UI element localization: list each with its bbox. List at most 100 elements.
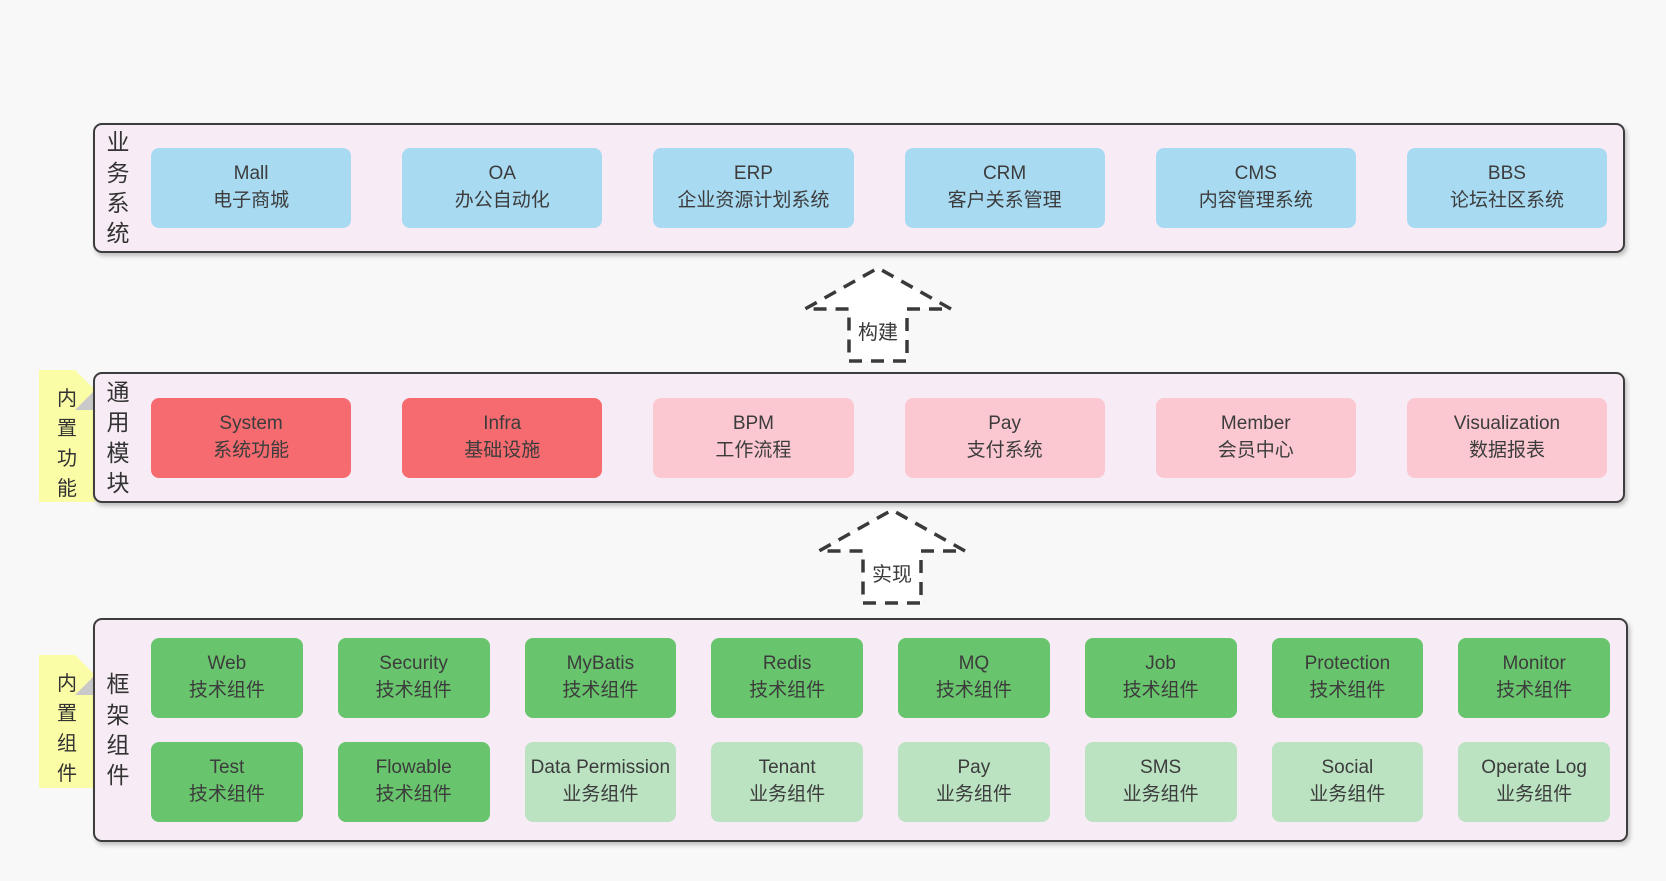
box-title: Infra xyxy=(483,412,522,434)
section-label-business-systems: 业 务 系 统 xyxy=(106,129,130,247)
box-title: Tenant xyxy=(758,757,816,779)
box-desc: 会员中心 xyxy=(1217,439,1294,461)
box-title: Visualization xyxy=(1453,412,1561,434)
box-title: Protection xyxy=(1304,653,1391,675)
box-bpm: BPM 工作流程 xyxy=(653,397,854,478)
box-social: Social 业务组件 xyxy=(1271,742,1424,822)
box-member: Member 会员中心 xyxy=(1155,397,1356,478)
arrow-build-label: 构建 xyxy=(856,316,900,346)
box-web: Web 技术组件 xyxy=(151,638,303,718)
box-desc: 基础设施 xyxy=(464,439,541,461)
box-title: BPM xyxy=(732,412,775,434)
dashed-up-arrow-icon xyxy=(817,508,967,605)
box-title: ERP xyxy=(733,163,773,185)
arrow-implement-label: 实现 xyxy=(870,558,914,588)
box-title: System xyxy=(219,412,283,434)
box-test: Test 技术组件 xyxy=(151,742,303,822)
box-title: Mall xyxy=(233,163,269,185)
section-label-common-modules: 通 用 模 块 xyxy=(106,378,130,496)
box-desc: 业务组件 xyxy=(1309,784,1386,805)
arrow-build: 构建 xyxy=(803,266,953,363)
box-flowable: Flowable 技术组件 xyxy=(337,742,490,822)
box-pay-biz: Pay 业务组件 xyxy=(898,742,1050,822)
box-desc: 技术组件 xyxy=(188,680,265,701)
box-title: SMS xyxy=(1140,757,1182,779)
dashed-up-arrow-icon xyxy=(803,266,953,363)
box-security: Security 技术组件 xyxy=(337,638,490,718)
box-desc: 技术组件 xyxy=(562,680,639,701)
box-mq: MQ 技术组件 xyxy=(898,638,1050,718)
box-sms: SMS 业务组件 xyxy=(1084,742,1237,822)
box-oa: OA 办公自动化 xyxy=(402,148,603,228)
business-systems-row: Mall 电子商城 OA 办公自动化 ERP 企业资源计划系统 CRM 客户关系… xyxy=(141,148,1623,228)
box-job: Job 技术组件 xyxy=(1084,638,1237,718)
box-title: MQ xyxy=(958,653,990,675)
note-fold-corner xyxy=(75,655,95,695)
arrow-implement: 实现 xyxy=(817,508,967,605)
box-desc: 业务组件 xyxy=(562,784,639,805)
box-system: System 系统功能 xyxy=(151,397,352,478)
box-erp: ERP 企业资源计划系统 xyxy=(653,148,854,228)
box-title: Security xyxy=(379,653,448,675)
box-title: Data Permission xyxy=(530,757,671,779)
box-title: Job xyxy=(1145,653,1176,675)
box-title: CMS xyxy=(1234,163,1277,185)
box-redis: Redis 技术组件 xyxy=(711,638,863,718)
section-label-framework-components: 框 架 组 件 xyxy=(106,671,130,789)
box-title: Monitor xyxy=(1502,653,1566,675)
framework-components-grid: Web 技术组件 Security 技术组件 MyBatis 技术组件 Redi… xyxy=(141,638,1626,822)
box-title: Flowable xyxy=(375,757,452,779)
box-mall: Mall 电子商城 xyxy=(151,148,352,228)
box-title: Pay xyxy=(957,757,991,779)
box-desc: 支付系统 xyxy=(966,439,1043,461)
sticky-note-label: 内 置 组 件 xyxy=(57,673,77,785)
note-fold-corner xyxy=(75,370,95,410)
box-desc: 技术组件 xyxy=(188,784,265,805)
box-desc: 业务组件 xyxy=(935,784,1012,805)
box-desc: 客户关系管理 xyxy=(947,190,1062,211)
box-desc: 电子商城 xyxy=(213,190,290,211)
box-desc: 技术组件 xyxy=(375,680,452,701)
sticky-note-builtin-components: 内 置 组 件 xyxy=(39,655,95,788)
box-desc: 内容管理系统 xyxy=(1198,190,1313,211)
box-desc: 技术组件 xyxy=(1496,680,1573,701)
box-desc: 企业资源计划系统 xyxy=(677,190,830,211)
box-mybatis: MyBatis 技术组件 xyxy=(524,638,677,718)
box-desc: 技术组件 xyxy=(1309,680,1386,701)
box-desc: 技术组件 xyxy=(749,680,826,701)
box-title: Operate Log xyxy=(1481,757,1587,779)
box-title: Redis xyxy=(762,653,812,675)
common-modules-row: System 系统功能 Infra 基础设施 BPM 工作流程 Pay 支付系统… xyxy=(141,397,1623,478)
box-desc: 技术组件 xyxy=(1122,680,1199,701)
sticky-note-builtin-features: 内 置 功 能 xyxy=(39,370,95,502)
box-operate-log: Operate Log 业务组件 xyxy=(1458,742,1610,822)
box-title: OA xyxy=(488,163,516,185)
box-desc: 论坛社区系统 xyxy=(1449,190,1564,211)
box-title: BBS xyxy=(1487,163,1526,185)
box-tenant: Tenant 业务组件 xyxy=(711,742,863,822)
box-desc: 数据报表 xyxy=(1468,439,1545,461)
box-pay: Pay 支付系统 xyxy=(904,397,1105,478)
box-crm: CRM 客户关系管理 xyxy=(904,148,1105,228)
box-monitor: Monitor 技术组件 xyxy=(1458,638,1610,718)
box-data-permission: Data Permission 业务组件 xyxy=(524,742,677,822)
box-desc: 工作流程 xyxy=(715,439,792,461)
box-desc: 业务组件 xyxy=(1496,784,1573,805)
box-title: Member xyxy=(1220,412,1291,434)
box-title: MyBatis xyxy=(566,653,635,675)
box-infra: Infra 基础设施 xyxy=(402,397,603,478)
section-common-modules: 通 用 模 块 System 系统功能 Infra 基础设施 BPM 工作流程 … xyxy=(93,372,1625,503)
section-framework-components: 框 架 组 件 Web 技术组件 Security 技术组件 MyBatis 技… xyxy=(93,618,1628,842)
box-title: Social xyxy=(1321,757,1374,779)
box-cms: CMS 内容管理系统 xyxy=(1155,148,1356,228)
box-desc: 技术组件 xyxy=(935,680,1012,701)
box-title: Test xyxy=(209,757,245,779)
box-title: Pay xyxy=(988,412,1021,434)
sticky-note-label: 内 置 功 能 xyxy=(57,388,77,500)
box-protection: Protection 技术组件 xyxy=(1271,638,1424,718)
box-desc: 业务组件 xyxy=(749,784,826,805)
box-visualization: Visualization 数据报表 xyxy=(1406,397,1608,478)
box-desc: 业务组件 xyxy=(1122,784,1199,805)
box-title: Web xyxy=(207,653,247,675)
